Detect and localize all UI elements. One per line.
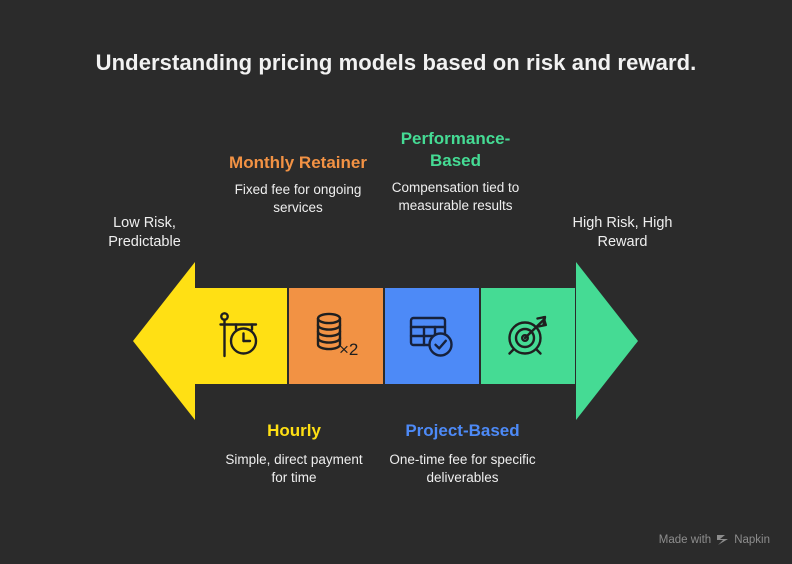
- stage-description-performance-based: Compensation tied to measurable results: [391, 180, 520, 213]
- stage-label-hourly: Hourly Simple, direct payment for time: [218, 420, 370, 487]
- left-end-caption: Low Risk, Predictable: [79, 214, 210, 252]
- target-arrow-icon: [508, 315, 547, 355]
- right-end-caption-line1: High Risk, High: [572, 215, 673, 231]
- stage-label-performance-based: Performance-Based Compensation tied to m…: [378, 128, 533, 215]
- footer-attribution: Made with Napkin: [659, 534, 770, 546]
- stage-description-monthly-retainer: Fixed fee for ongoing services: [234, 182, 362, 215]
- left-arrowhead-icon: [133, 262, 195, 420]
- footer-brand-label: Napkin: [734, 534, 770, 546]
- right-end-caption-line2: Reward: [597, 234, 648, 250]
- coin-stack-icon: ×2: [316, 312, 358, 359]
- table-check-icon: [409, 316, 453, 357]
- stage-label-monthly-retainer: Monthly Retainer Fixed fee for ongoing s…: [222, 152, 374, 217]
- clock-on-stand-icon: [219, 312, 258, 358]
- stage-description-project-based: One-time fee for specific deliverables: [389, 452, 536, 485]
- napkin-logo-icon: [717, 535, 729, 545]
- stage-segment-performance-based[interactable]: [481, 288, 575, 384]
- footer-made-with-label: Made with: [658, 534, 712, 546]
- stage-heading-monthly-retainer: Monthly Retainer: [229, 153, 367, 172]
- spectrum-band: ×2: [0, 255, 792, 425]
- stage-segment-hourly[interactable]: [193, 288, 287, 384]
- stage-label-project-based: Project-Based One-time fee for specific …: [385, 420, 540, 487]
- stage-segments: ×2: [193, 288, 575, 384]
- stage-segment-project-based[interactable]: [385, 288, 479, 384]
- stage-description-hourly: Simple, direct payment for time: [225, 452, 363, 485]
- stage-heading-project-based: Project-Based: [405, 421, 520, 440]
- left-end-caption-line2: Predictable: [108, 234, 181, 250]
- right-end-caption: High Risk, High Reward: [556, 214, 689, 252]
- stage-heading-hourly: Hourly: [267, 421, 321, 440]
- coin-stack-badge-label: ×2: [339, 340, 358, 359]
- stage-heading-performance-based: Performance-Based: [400, 129, 511, 170]
- stage-segment-monthly-retainer[interactable]: ×2: [289, 288, 383, 384]
- left-end-caption-line1: Low Risk,: [113, 215, 176, 231]
- page-title: Understanding pricing models based on ri…: [95, 50, 697, 75]
- right-arrowhead-icon: [576, 262, 638, 420]
